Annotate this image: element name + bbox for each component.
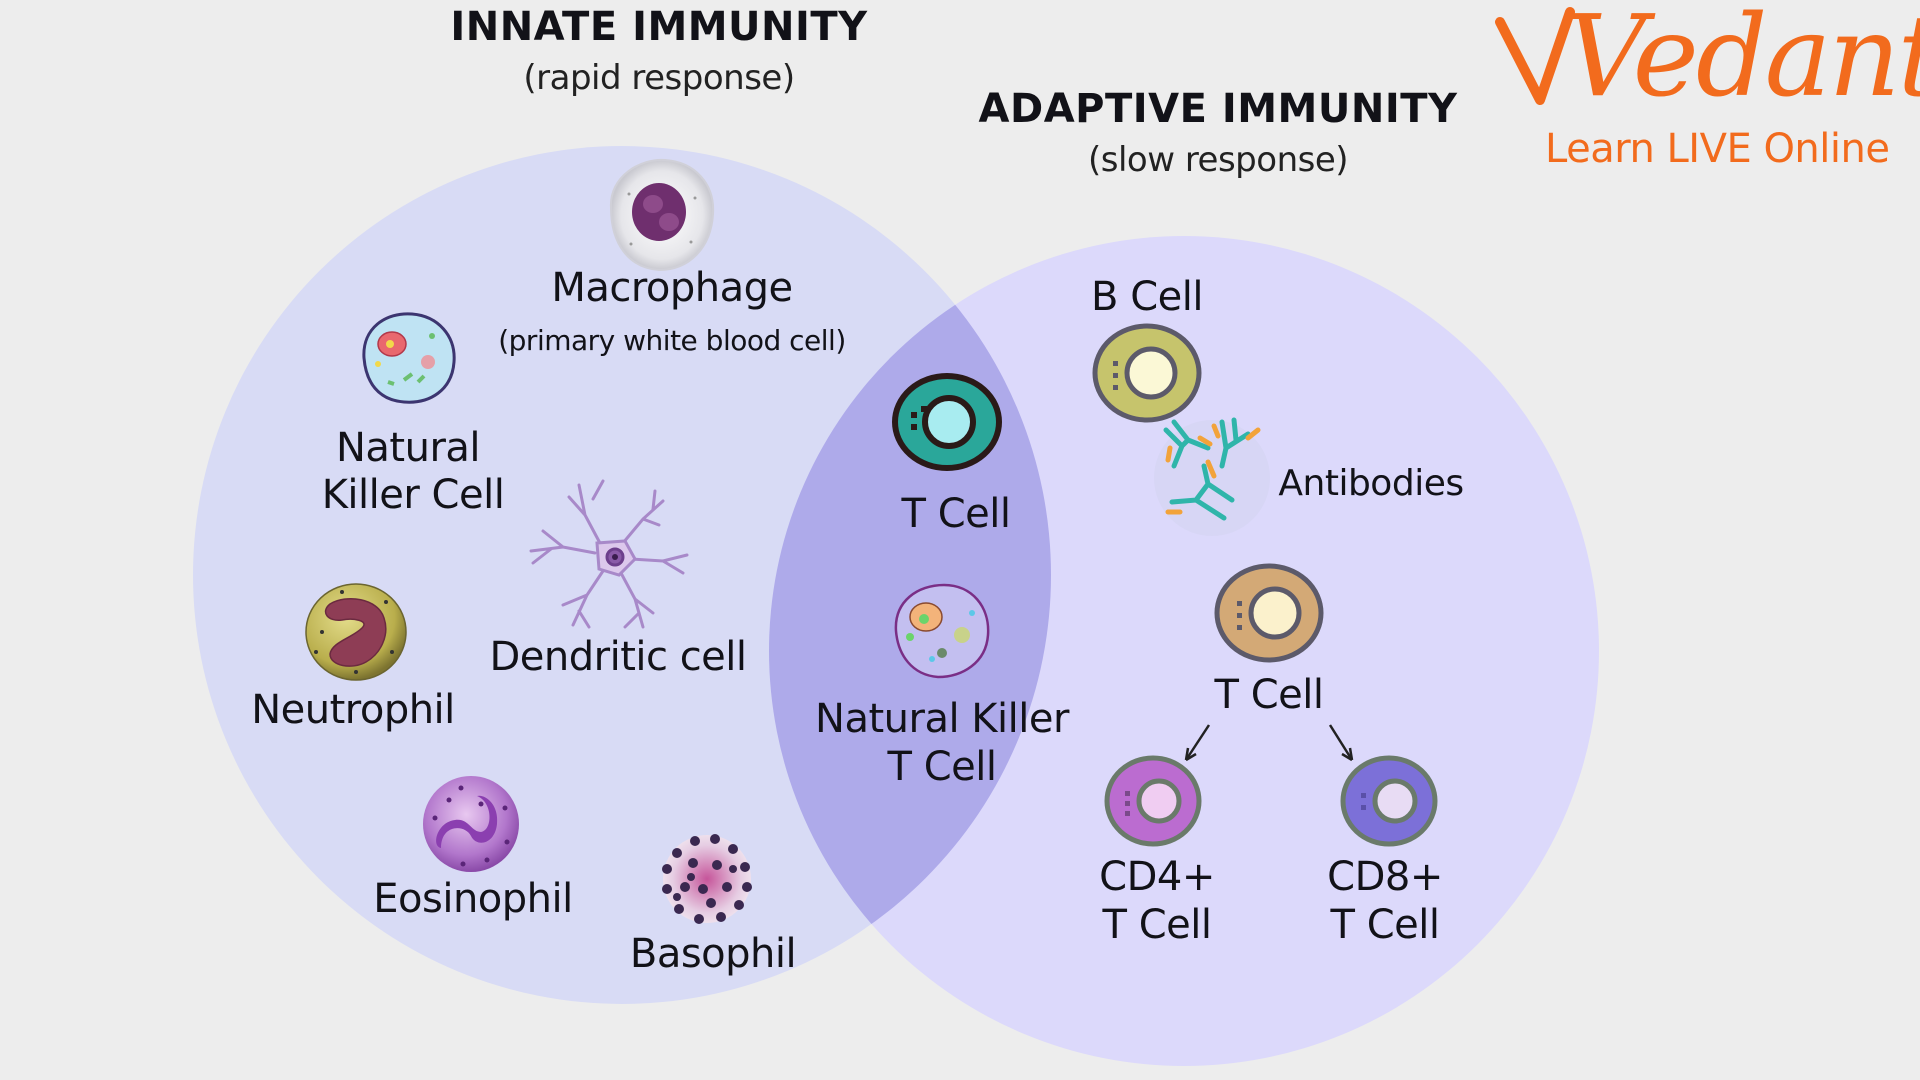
innate-immunity-title: INNATE IMMUNITY	[450, 4, 868, 50]
eosinophil-icon	[423, 776, 519, 872]
natural-killer-label-line1: Natural	[335, 425, 481, 471]
t-cell-label: T Cell	[901, 491, 1011, 537]
dendritic-cell-icon	[529, 479, 689, 629]
t-cell-icon	[892, 373, 1002, 471]
nkt-cell-icon	[894, 583, 990, 679]
antibodies-icon	[1154, 417, 1270, 536]
eosinophil-label: Eosinophil	[373, 876, 573, 922]
antibodies-label: Antibodies	[1278, 463, 1464, 504]
adaptive-t-cell-icon	[1214, 563, 1324, 663]
adaptive-immunity-subtitle: (slow response)	[1087, 140, 1349, 180]
cd4-label-line2: T Cell	[1102, 902, 1212, 948]
cd8-t-cell-icon	[1340, 755, 1438, 847]
b-cell-icon	[1092, 323, 1202, 423]
vedantu-logo: Vedantu	[1565, 0, 1920, 122]
macrophage-label: Macrophage	[551, 265, 793, 311]
cd8-label-line2: T Cell	[1330, 902, 1440, 948]
macrophage-note: (primary white blood cell)	[498, 324, 846, 357]
cd8-label-line1: CD8+	[1327, 854, 1443, 900]
vedantu-tagline: Learn LIVE Online	[1545, 126, 1890, 172]
nkt-cell-label-line2: T Cell	[887, 744, 997, 790]
dendritic-cell-label: Dendritic cell	[489, 634, 747, 680]
adaptive-immunity-title: ADAPTIVE IMMUNITY	[978, 86, 1458, 132]
natural-killer-label-line2: Killer Cell	[321, 472, 505, 518]
adaptive-t-cell-label: T Cell	[1214, 672, 1324, 718]
neutrophil-icon	[305, 583, 407, 681]
vedantu-logo-check-icon	[1495, 7, 1575, 105]
neutrophil-label: Neutrophil	[251, 687, 455, 733]
arrow-to-cd4-icon	[1184, 724, 1211, 762]
b-cell-label: B Cell	[1091, 274, 1203, 320]
macrophage-icon	[609, 158, 715, 272]
arrow-to-cd8-icon	[1328, 724, 1354, 762]
basophil-icon	[662, 834, 752, 924]
cd4-label-line1: CD4+	[1099, 854, 1215, 900]
innate-immunity-subtitle: (rapid response)	[523, 58, 795, 98]
basophil-label: Basophil	[629, 931, 797, 977]
natural-killer-cell-icon	[362, 312, 456, 404]
nkt-cell-label-line1: Natural Killer	[815, 696, 1069, 742]
cd4-t-cell-icon	[1104, 755, 1202, 847]
